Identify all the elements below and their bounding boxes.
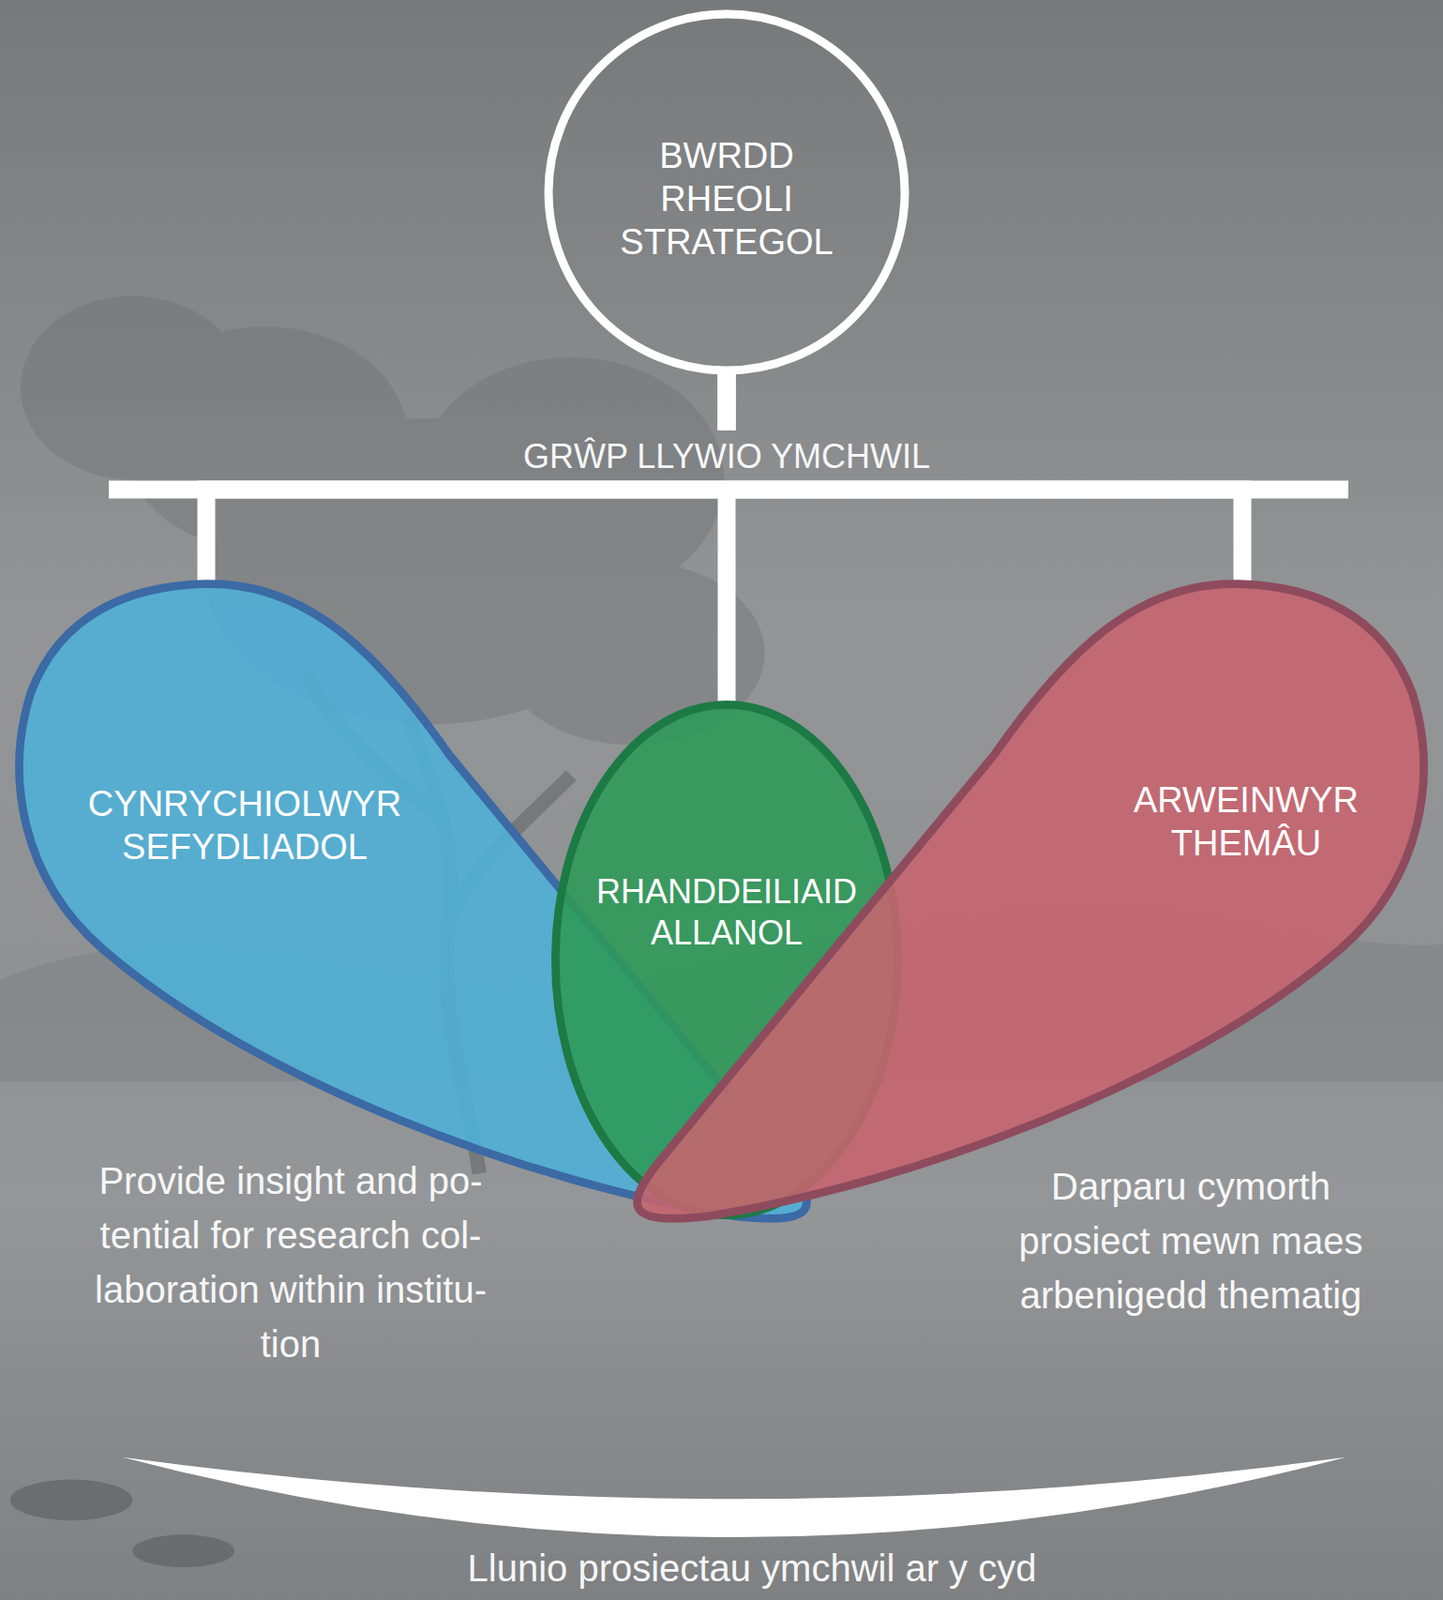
text-box: ARWEINWYR THEMÂU <box>1105 778 1387 865</box>
rocks <box>10 1479 235 1568</box>
label-box: Llunio prosiectau ymchwil ar y cyd <box>283 1546 1221 1590</box>
description-text: Darparu cymorth prosiect mewn maes arben… <box>1003 1158 1379 1323</box>
text-box: CYNRYCHIOLWYR SEFYDLIADOL <box>57 781 433 869</box>
footer-text: Llunio prosiectau ymchwil ar y cyd <box>283 1546 1221 1590</box>
label-box: Provide insight and po- tential for rese… <box>79 1153 502 1371</box>
node-title: ARWEINWYR THEMÂU <box>1105 778 1387 865</box>
label-box: GRŴP LLYWIO YMCHWIL <box>445 437 1008 476</box>
text-box: RHANDDEILIAID ALLANOL <box>579 871 874 954</box>
connector-line <box>206 367 727 587</box>
text-box: BWRDD RHEOLI STRATEGOL <box>604 134 849 264</box>
node-title: RHANDDEILIAID ALLANOL <box>579 871 874 954</box>
bottom-bracket <box>122 1457 1347 1537</box>
circle-outline <box>548 14 905 371</box>
group-label: GRŴP LLYWIO YMCHWIL <box>445 437 1008 476</box>
board-circle: BWRDD RHEOLI STRATEGOL <box>543 9 910 376</box>
petal-outline <box>637 584 1425 1219</box>
petal-group <box>637 584 1425 1219</box>
connector-line <box>726 367 1243 587</box>
node-title: BWRDD RHEOLI STRATEGOL <box>604 134 849 264</box>
description-text: Provide insight and po- tential for rese… <box>79 1153 502 1371</box>
node-title: CYNRYCHIOLWYR SEFYDLIADOL <box>57 781 433 869</box>
label-box: Darparu cymorth prosiect mewn maes arben… <box>1003 1158 1379 1323</box>
